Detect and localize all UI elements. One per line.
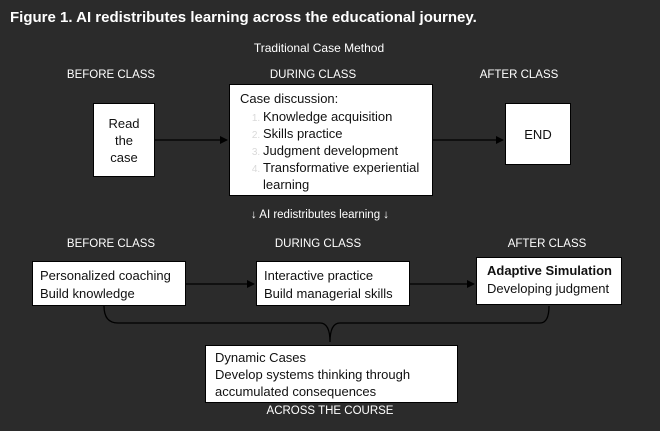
figure-title: Figure 1. AI redistributes learning acro… — [10, 9, 477, 26]
practice-box: Interactive practice Build managerial sk… — [256, 261, 410, 306]
dynamic-line2: Develop systems thinking through — [215, 367, 411, 382]
list-item: Transformative experiential learning — [263, 159, 432, 193]
list-item: Skills practice — [263, 125, 432, 142]
practice-line2: Build managerial skills — [264, 286, 393, 301]
end-box: END — [505, 103, 571, 165]
ai-heading-during: DURING CLASS — [274, 238, 362, 250]
dynamic-line3: accumulated consequences — [215, 384, 377, 399]
simulation-box: Adaptive Simulation Developing judgment — [476, 257, 622, 305]
simulation-line1: Adaptive Simulation — [487, 263, 612, 278]
case-discussion-box: Case discussion: Knowledge acquisition S… — [229, 84, 433, 196]
traditional-heading-during: DURING CLASS — [269, 69, 357, 81]
traditional-heading-after: AFTER CLASS — [479, 69, 559, 81]
list-item: Knowledge acquisition — [263, 108, 432, 125]
dynamic-line1: Dynamic Cases — [215, 350, 307, 365]
read-case-line3: case — [110, 149, 138, 165]
list-item: Judgment development — [263, 142, 432, 159]
traditional-heading-before: BEFORE CLASS — [66, 69, 156, 81]
coaching-line1: Personalized coaching — [40, 268, 171, 283]
read-case-box: Read the case — [93, 103, 155, 177]
ai-heading-before: BEFORE CLASS — [66, 238, 156, 250]
case-discussion-title: Case discussion: — [240, 91, 339, 106]
traditional-section-title: Traditional Case Method — [253, 41, 385, 55]
coaching-line2: Build knowledge — [40, 286, 135, 301]
read-case-line2: the — [114, 132, 134, 148]
ai-heading-after: AFTER CLASS — [507, 238, 587, 250]
case-discussion-list: Knowledge acquisition Skills practice Ju… — [240, 108, 432, 193]
read-case-line1: Read — [108, 115, 140, 131]
bracket-across-course — [103, 305, 550, 343]
practice-line1: Interactive practice — [264, 268, 374, 283]
dynamic-cases-box: Dynamic Cases Develop systems thinking t… — [205, 345, 458, 403]
coaching-box: Personalized coaching Build knowledge — [32, 261, 186, 306]
across-course-label: ACROSS THE COURSE — [266, 405, 394, 417]
ai-shift-label: ↓ AI redistributes learning ↓ — [250, 209, 390, 221]
simulation-line2: Developing judgment — [487, 281, 610, 296]
